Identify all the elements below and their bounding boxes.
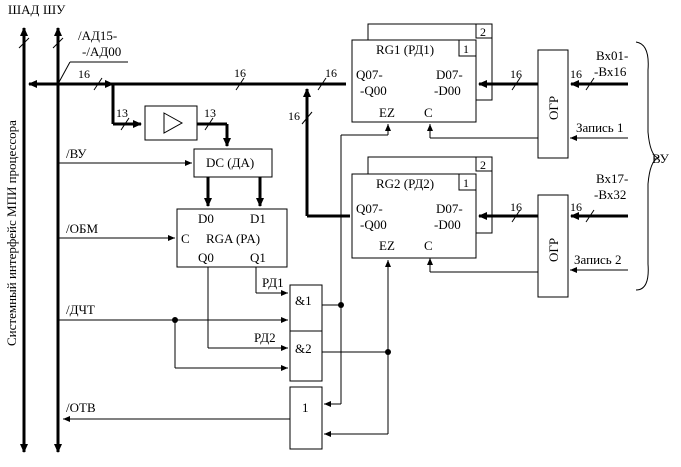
input-1-label-b: -Вх16 [594, 64, 627, 79]
width-16-b: 16 [234, 66, 246, 80]
vu-brace-label: ВУ [652, 151, 670, 166]
input-bus-2 [570, 209, 628, 223]
rg1-d-2: -D00 [434, 83, 461, 98]
rg2-c: C [424, 238, 433, 253]
rg1-q-1: Q07- [356, 67, 383, 82]
rga-title: RGA (PA) [206, 231, 260, 246]
width-16-d: 16 [288, 109, 300, 123]
rga-d0: D0 [198, 211, 214, 226]
rg1-d-1: D07- [436, 67, 463, 82]
buffer-ogr-1-label: ОГР [546, 96, 561, 120]
input-1-label-a: Вх01- [596, 48, 628, 63]
and1-to-rg1-ez [322, 124, 391, 407]
buffer-to-dc [197, 117, 231, 147]
and-gate-1-label: &1 [295, 293, 312, 308]
rg1-q-2: -Q00 [360, 83, 387, 98]
rg1-ez: EZ [379, 105, 395, 120]
rg2-tag-1-box [458, 173, 477, 191]
vu-brace [635, 41, 660, 291]
write-2-label: Запись 2 [574, 252, 621, 267]
input-bus-1 [570, 77, 628, 91]
width-16-f: 16 [510, 67, 522, 81]
rg2-q-2: -Q00 [360, 217, 387, 232]
rg2-q-to-bus [301, 88, 350, 218]
rg2-ez: EZ [379, 238, 395, 253]
decoder-dc [193, 148, 273, 178]
rga-d1: D1 [250, 211, 266, 226]
width-16-e: 16 [570, 67, 582, 81]
ad-label-leader [57, 61, 71, 85]
rg2-q-1: Q07- [356, 201, 383, 216]
bus-to-buffer [111, 84, 142, 131]
rga-c: C [181, 231, 190, 246]
rg1-title: RG1 (РД1) [376, 42, 434, 57]
buffer-ogr-2 [537, 194, 569, 298]
and-gate-1 [289, 284, 323, 332]
width-13-b: 13 [204, 106, 216, 120]
amplifier-icon [163, 112, 184, 134]
width-16-a: 16 [78, 67, 90, 81]
bus-shad [18, 27, 30, 453]
write-1-label: Запись 1 [576, 120, 623, 135]
bus-shu [52, 27, 64, 453]
or-gate-label: 1 [302, 400, 309, 415]
or-gate [289, 386, 323, 450]
input-2-label-a: Вх17- [596, 171, 628, 186]
ogr1-to-rg1 [478, 77, 538, 91]
register-rg1 [351, 39, 477, 123]
input-2-label-b: -Вх32 [594, 187, 626, 202]
decoder-dc-label: DC (ДА) [206, 155, 254, 170]
rg1-tag-2-box [475, 23, 493, 39]
rg2-d-1: D07- [436, 201, 463, 216]
main-data-bus [28, 77, 346, 91]
write-2-to-rg2-c [427, 258, 538, 273]
vu-signal-label: /ВУ [66, 146, 87, 161]
and2-to-rg2-ez [322, 260, 391, 437]
width-16-g: 16 [570, 200, 582, 214]
width-13-a: 13 [116, 106, 128, 120]
rg2-tag-2: 2 [480, 158, 486, 172]
rg2-tag-2-box [475, 156, 493, 172]
rga-q0-to-and2 [207, 267, 288, 351]
and-gate-2 [289, 330, 323, 382]
rg2-d-2: -D00 [434, 217, 461, 232]
ad-label-1: /АД15- [78, 28, 117, 43]
otv-signal-label: /ОТВ [66, 400, 96, 415]
dcht-signal-label: /ДЧТ [66, 302, 95, 317]
system-interface-label: Системный интерфейс МПИ процессора [4, 120, 19, 346]
rg2-title: RG2 (РД2) [376, 176, 434, 191]
buffer-ogr-1 [537, 49, 569, 159]
width-16-c: 16 [325, 66, 337, 80]
and-gate-2-label: &2 [295, 341, 312, 356]
write-1-to-rg1-c [427, 124, 538, 139]
bus-shu-label: ШУ [43, 2, 66, 17]
ogr2-to-rg2 [478, 209, 538, 223]
rd1-label: РД1 [262, 275, 284, 290]
rg2-tag-1: 1 [463, 176, 469, 190]
rg1-c: C [424, 105, 433, 120]
obm-signal-label: /ОБМ [66, 221, 98, 236]
dcht-signal-line [58, 317, 288, 371]
rg1-tag-1-box [458, 39, 477, 57]
buffer-ogr-2-label: ОГР [546, 238, 561, 262]
bus-shad-label: ШАД [8, 2, 40, 17]
ad-label-2: -/АД00 [82, 44, 121, 59]
rg1-tag-2: 2 [480, 25, 486, 39]
register-rga [176, 208, 288, 268]
rd2-label: РД2 [254, 330, 276, 345]
rga-q1-to-and1 [255, 267, 288, 296]
width-16-h: 16 [510, 200, 522, 214]
rga-q1: Q1 [250, 250, 266, 265]
rg1-tag-1: 1 [463, 42, 469, 56]
rga-q0: Q0 [198, 250, 214, 265]
register-rg2 [351, 173, 477, 259]
